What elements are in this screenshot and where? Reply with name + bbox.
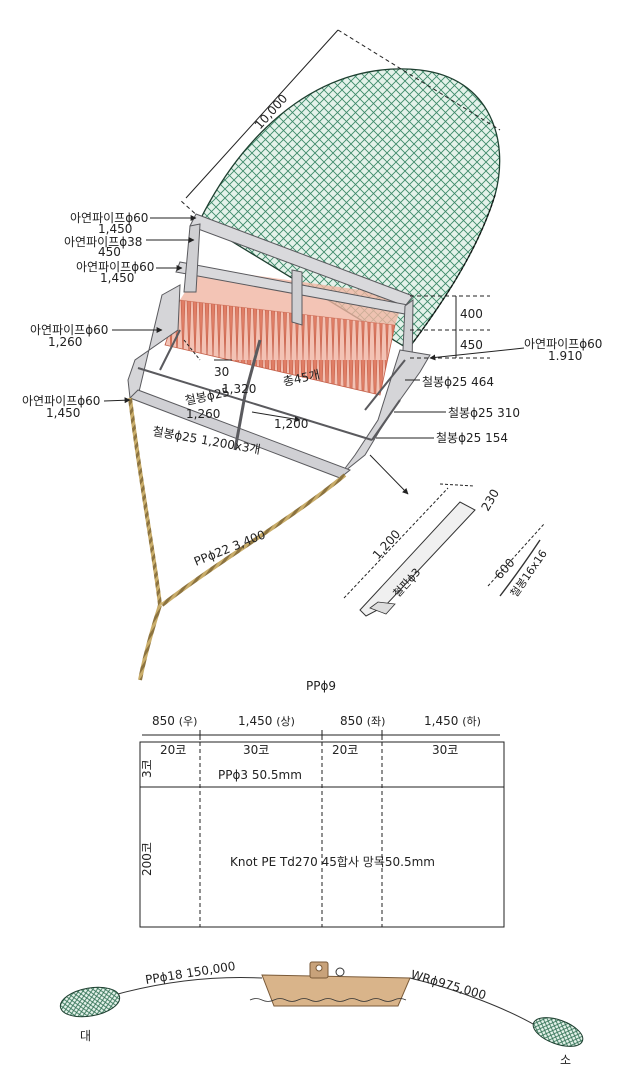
bar-1-length: 1,260 [186, 407, 220, 421]
section-1-label: 850 (우) [152, 714, 197, 728]
section-2-mesh: 30코 [243, 743, 269, 757]
rope-label: PPϕ22 3,400 [192, 527, 268, 568]
pipe-bottom-label: 아연파이프ϕ60 [22, 394, 100, 408]
right-rope-label: WRϕ975,000 [409, 967, 488, 1002]
row-2-spec: Knot PE Td270 45합사 망목50.5mm [230, 855, 435, 869]
towing-setup: 대 PPϕ18 150,000 WRϕ975,000 소 [59, 959, 584, 1067]
blade-detail: 1,200 230 철판ϕ3 600 철봉16x16 [343, 483, 550, 617]
section-1-mesh: 20코 [160, 743, 186, 757]
section-4-label: 1,450 (하) [424, 714, 481, 728]
bar-464-label: 철봉ϕ25 464 [422, 375, 494, 389]
bar-2-label: 철봉ϕ25 1,200x3개 [151, 424, 261, 457]
pipe-bottom-length: 1,450 [46, 406, 80, 420]
net-plan: PPϕ9 850 (우) 1,450 (상) 850 (좌) 1,450 (하)… [139, 679, 505, 928]
tooth-spacing-label: 30 [214, 365, 229, 379]
pipe-38-label: 아연파이프ϕ38 [64, 235, 142, 249]
left-net-label: 대 [80, 1029, 91, 1043]
dredge-frame [127, 213, 431, 479]
section-3-label: 850 (좌) [340, 714, 385, 728]
pipe-38-length: 450 [98, 245, 121, 259]
bar-1-label: 철봉ϕ25 [184, 385, 231, 408]
pipe-mid-left-length: 1,450 [100, 271, 134, 285]
pipe-top-left-length: 1,450 [98, 222, 132, 236]
row-1-spec: PPϕ3 50.5mm [218, 768, 302, 782]
bar-1-gap: 1,200 [274, 417, 308, 431]
blade-length-label: 1,200 [370, 527, 403, 562]
section-2-label: 1,450 (상) [238, 714, 295, 728]
bar-310-label: 철봉ϕ25 310 [448, 406, 520, 420]
blade-height-label: 230 [478, 487, 502, 514]
tooth-width-label: 1,320 [222, 382, 256, 396]
pipe-top-left-label: 아연파이프ϕ60 [70, 211, 148, 225]
section-3-mesh: 20코 [332, 743, 358, 757]
dim-400-label: 400 [460, 307, 483, 321]
left-rope-label: PPϕ18 150,000 [144, 959, 236, 987]
net-plan-top-rope: PPϕ9 [306, 679, 336, 693]
height-dimensions: 400 450 [410, 295, 490, 359]
row-1-count: 3코 [140, 759, 154, 778]
section-4-mesh: 30코 [432, 743, 458, 757]
pipe-side-length: 1,260 [48, 335, 82, 349]
dim-450-label: 450 [460, 338, 483, 352]
row-2-count: 200코 [140, 842, 154, 876]
pipe-mid-left-label: 아연파이프ϕ60 [76, 260, 154, 274]
pipe-right-label: 아연파이프ϕ60 [524, 337, 602, 351]
pipe-right-length: 1.910 [548, 349, 582, 363]
right-labels: 아연파이프ϕ60 1.910 철봉ϕ25 464 철봉ϕ25 310 철봉ϕ25… [369, 337, 602, 495]
right-net-label: 소 [560, 1053, 571, 1067]
left-pipe-labels: 아연파이프ϕ60 1,450 아연파이프ϕ38 450 아연파이프ϕ60 1,4… [22, 211, 197, 420]
bar-154-label: 철봉ϕ25 154 [436, 431, 508, 445]
pipe-side-label: 아연파이프ϕ60 [30, 323, 108, 337]
